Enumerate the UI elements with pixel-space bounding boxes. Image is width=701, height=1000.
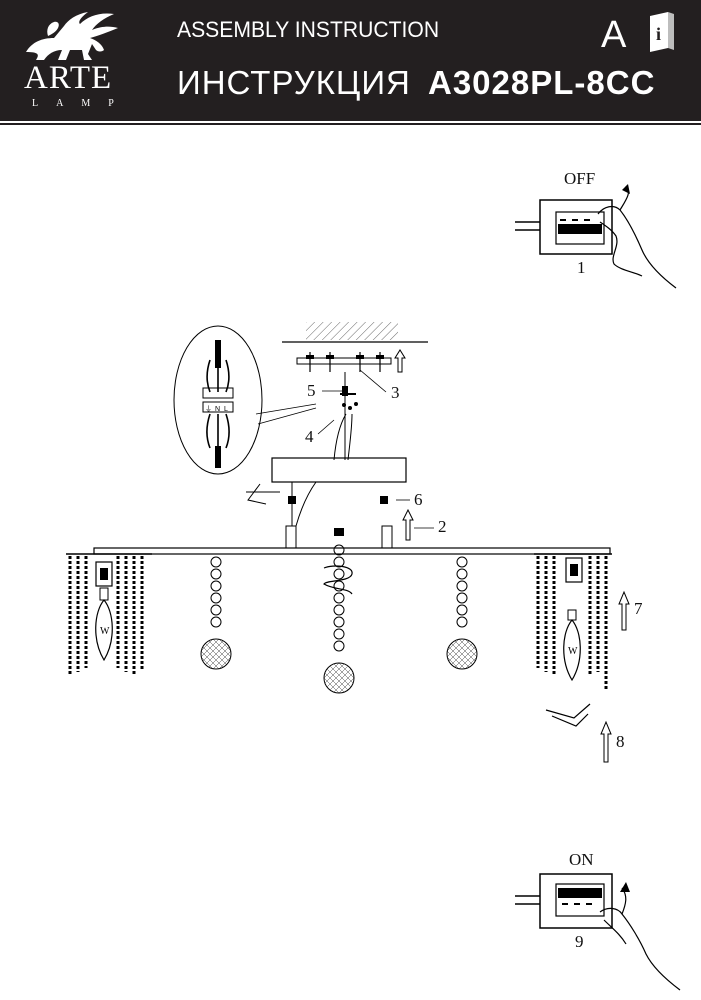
header-rule <box>0 123 701 125</box>
terminal-mark-earth: ⏚ <box>205 405 212 413</box>
step-1-label: 1 <box>577 258 586 277</box>
chandelier-bar <box>66 547 612 555</box>
header-band: ARTE LAMP ASSEMBLY INSTRUCTION ИНСТРУКЦИ… <box>0 0 701 121</box>
arrow-up-7 <box>618 590 630 631</box>
svg-text:i: i <box>656 24 661 44</box>
step-3-label: 3 <box>391 383 400 402</box>
lamp-cluster-left <box>68 556 144 676</box>
bulb-insert-hook <box>545 703 591 727</box>
brand-logo-text: ARTE <box>24 60 113 96</box>
bulb-mark-left: W <box>100 626 110 637</box>
step-5-label: 5 <box>307 381 316 400</box>
arrow-up-8 <box>600 720 612 763</box>
off-label: OFF <box>564 169 596 188</box>
hand-off-icon <box>597 185 677 289</box>
step-4-label: 4 <box>305 427 314 446</box>
on-label: ON <box>569 850 594 869</box>
step-9-label: 9 <box>575 932 584 951</box>
hand-on-icon <box>599 887 681 991</box>
title-english: ASSEMBLY INSTRUCTION <box>177 17 440 42</box>
switch-off-illustration <box>515 184 677 289</box>
brand-logo-subtext: LAMP <box>32 98 132 109</box>
switch-on-illustration <box>515 873 681 991</box>
center-pendant <box>323 528 355 694</box>
step-8-label: 8 <box>616 732 625 751</box>
terminal-mark-l: L <box>224 406 228 413</box>
badge-letter: A <box>601 14 627 56</box>
step-7-label: 7 <box>634 599 643 618</box>
step-6-label: 6 <box>414 490 423 509</box>
step-2-label: 2 <box>438 517 447 536</box>
lamp-cluster-right <box>536 556 608 690</box>
model-number: A3028PL-8CC <box>428 64 656 101</box>
terminal-mark-n: N <box>215 406 220 413</box>
title-russian: ИНСТРУКЦИЯ <box>177 64 411 101</box>
winged-lion-logo-icon <box>26 12 118 60</box>
info-book-icon: i <box>650 12 674 52</box>
crystal-pendant-right <box>446 556 478 670</box>
ceiling-mount <box>173 322 428 475</box>
assembly-diagram: ⏚ N L <box>66 184 681 991</box>
bulb-mark-right: W <box>568 646 578 657</box>
crystal-pendant-left <box>200 556 232 670</box>
